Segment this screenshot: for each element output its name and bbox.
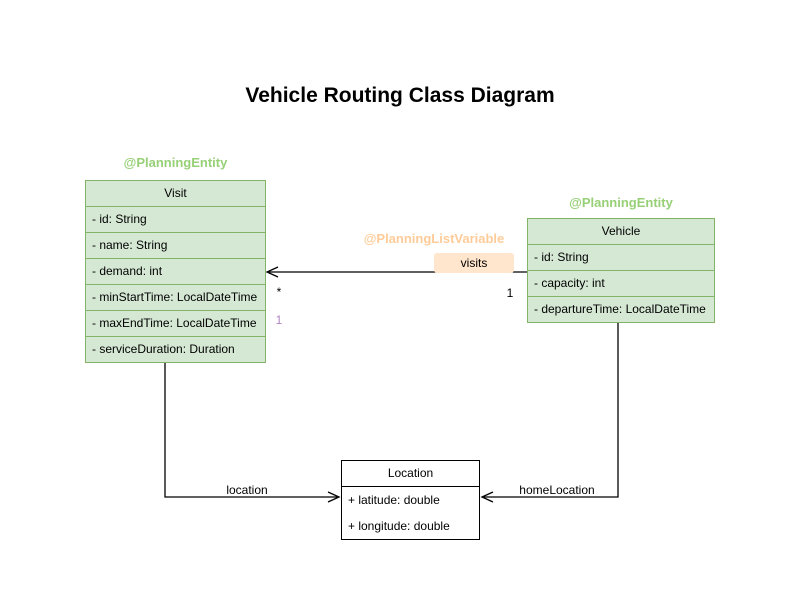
visit-class-name[interactable]: Visit [164,186,187,200]
diagram-title: Vehicle Routing Class Diagram [245,84,555,107]
visits-edge-label[interactable]: visits [434,253,514,273]
visit-attribute-max-end-time[interactable]: - maxEndTime: LocalDateTime [86,310,265,336]
home-location-edge-label[interactable]: homeLocation [519,483,595,497]
visit-class[interactable]: Visit - id: String - name: String - dema… [85,180,266,363]
location-class[interactable]: Location + latitude: double + longitude:… [341,460,480,540]
visits-edge-annotation: @PlanningListVariable [363,231,505,246]
visit-attribute-min-start-time[interactable]: - minStartTime: LocalDateTime [86,284,265,310]
visit-attribute-name[interactable]: - name: String [86,232,265,258]
vehicle-attribute-id[interactable]: - id: String [528,244,714,270]
visit-attribute-demand[interactable]: - demand: int [86,258,265,284]
vehicle-attribute-departure-time[interactable]: - departureTime: LocalDateTime [528,296,714,322]
visits-source-multiplicity: 1 [506,286,514,300]
vehicle-annotation: @PlanningEntity [569,195,673,210]
location-attribute-latitude[interactable]: + latitude: double [348,493,440,507]
visit-annotation: @PlanningEntity [123,155,228,170]
visits-secondary-label: 1 [275,313,283,327]
vehicle-class-name[interactable]: Vehicle [601,224,641,238]
visits-target-multiplicity: * [276,285,282,299]
home-location-edge[interactable] [480,322,619,503]
location-attribute-longitude[interactable]: + longitude: double [348,519,450,533]
location-edge[interactable] [164,361,341,503]
vehicle-attribute-capacity[interactable]: - capacity: int [528,270,714,296]
visit-attribute-service-duration[interactable]: - serviceDuration: Duration [86,336,265,362]
location-edge-label[interactable]: location [226,483,268,497]
location-class-name[interactable]: Location [387,466,434,480]
vehicle-class[interactable]: Vehicle - id: String - capacity: int - d… [527,218,715,323]
visit-attribute-id[interactable]: - id: String [86,206,265,232]
location-attributes: + latitude: double + longitude: double [342,486,479,539]
